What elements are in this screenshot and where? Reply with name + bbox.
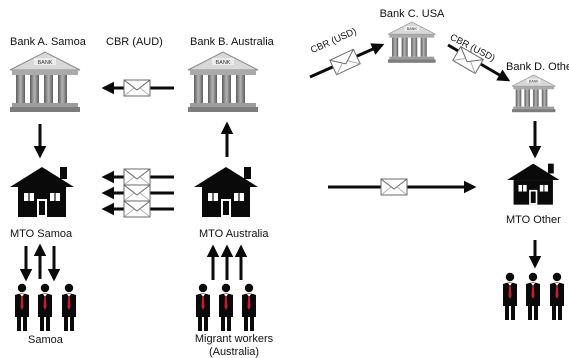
samoa-label: Samoa <box>28 334 63 346</box>
migrant-workers-sublabel: (Australia) <box>208 346 260 358</box>
migrant-workers-label: Migrant workers <box>194 333 274 345</box>
bank-a-icon <box>9 51 81 113</box>
bank-d-label: Bank D. Other <box>506 61 569 73</box>
cbr-aud-label: CBR (AUD) <box>106 36 163 48</box>
mto-australia-label: MTO Australia <box>199 228 269 240</box>
bank-b-label: Bank B. Australia <box>190 36 274 48</box>
bank-c-label: Bank C. USA <box>379 8 445 20</box>
envelope-icon <box>123 79 151 97</box>
other-person-2-icon <box>526 272 540 320</box>
samoa-person-3-icon <box>62 283 76 331</box>
samoa-person-2-icon <box>38 283 52 331</box>
mto-other-house-icon <box>506 163 560 206</box>
migrant-person-2-icon <box>219 283 233 331</box>
envelope-icon <box>380 178 408 196</box>
mto-australia-house-icon <box>193 166 259 218</box>
bank-b-icon <box>187 51 259 113</box>
other-person-3-icon <box>550 272 564 320</box>
bank-d-icon <box>511 74 556 113</box>
samoa-person-1-icon <box>15 283 29 331</box>
mto-samoa-label: MTO Samoa <box>10 228 73 240</box>
other-person-1-icon <box>503 272 517 320</box>
mto-samoa-house-icon <box>9 166 75 218</box>
mto-other-label: MTO Other <box>506 214 561 226</box>
envelope-icon <box>123 200 151 218</box>
migrant-person-3-icon <box>242 283 256 331</box>
envelope-icon <box>123 184 151 202</box>
bank-a-label: Bank A. Samoa <box>10 36 86 48</box>
envelope-icon <box>123 168 151 186</box>
bank-c-icon <box>387 21 436 64</box>
envelope-icon <box>329 48 361 76</box>
migrant-person-1-icon <box>196 283 210 331</box>
